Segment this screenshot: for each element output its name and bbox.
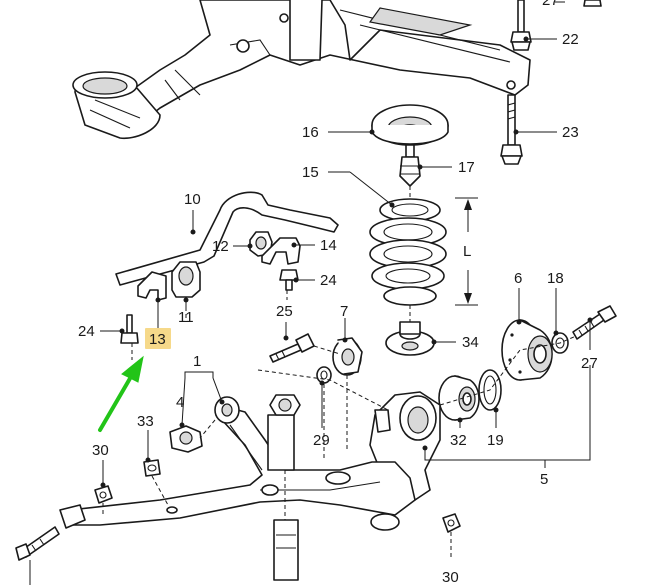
- callout-12: 12: [212, 238, 229, 255]
- stabilizer-bar-10: [115, 191, 339, 286]
- assembly-lines: [102, 186, 577, 560]
- bolt-25: [269, 333, 315, 363]
- stabilizer-bushing-11: [171, 261, 201, 298]
- callout-7: 7: [340, 303, 348, 320]
- clamp-13-left: [137, 271, 167, 301]
- leader-dots: [100, 36, 593, 488]
- callout-34: 34: [462, 334, 479, 351]
- callout-29: 29: [313, 432, 330, 449]
- spring-pad-34: [385, 321, 435, 356]
- pointer-arrow: [98, 355, 144, 432]
- wheel-bearing-32: [438, 375, 480, 421]
- callout-27-right: 27: [581, 355, 598, 372]
- plug-33: [143, 459, 161, 477]
- bolt-27-right: [572, 305, 617, 340]
- bolt-24-left: [120, 314, 139, 344]
- callout-23: 23: [562, 124, 579, 141]
- bolt-30-left: [15, 504, 86, 561]
- callout-11: 11: [178, 309, 194, 326]
- bolt-22: [510, 0, 532, 51]
- nut-29: [316, 366, 332, 384]
- callout-30-bottom: 30: [442, 569, 459, 585]
- leader-lines: [29, 1, 591, 585]
- coil-spring-15: [369, 198, 447, 306]
- upper-body-bracket: [124, 0, 531, 121]
- nut-30-bottom: [442, 513, 461, 533]
- callout-16: 16: [302, 124, 319, 141]
- callout-4: 4: [176, 394, 184, 411]
- callout-27-top: 27: [542, 0, 559, 9]
- nut-30-left: [94, 485, 113, 504]
- callout-22: 22: [562, 31, 579, 48]
- callout-24-left: 24: [78, 323, 95, 340]
- callout-25: 25: [276, 303, 293, 320]
- spring-length-dimension: [455, 197, 478, 306]
- callout-32: 32: [450, 432, 467, 449]
- highlight-13: [145, 328, 171, 349]
- callout-19: 19: [487, 432, 504, 449]
- bushing-4: [169, 425, 203, 453]
- bushing-7: [332, 337, 363, 376]
- callout-13: 13: [149, 331, 166, 348]
- callout-labels: 27 22 16 23 17 15 10 12 14 L 24 6 18 24 …: [78, 0, 598, 585]
- lower-control-arm: [69, 396, 416, 531]
- wheel-hub-6: [501, 319, 553, 381]
- nut-27-top: [583, 0, 602, 7]
- callout-30-left: 30: [92, 442, 109, 459]
- spring-length-label: L: [463, 243, 471, 260]
- callout-17: 17: [458, 159, 475, 176]
- callout-15: 15: [302, 164, 319, 181]
- bolt-23: [500, 94, 523, 165]
- air-duct-funnel: [72, 71, 161, 140]
- callout-1: 1: [193, 353, 201, 370]
- callout-24-right: 24: [320, 272, 337, 289]
- clamp-14: [261, 237, 301, 265]
- callout-18: 18: [547, 270, 564, 287]
- callout-6: 6: [514, 270, 522, 287]
- callout-33: 33: [137, 413, 154, 430]
- callout-10: 10: [184, 191, 201, 208]
- spring-seat-16: [371, 104, 449, 146]
- bump-stop-17: [399, 144, 421, 187]
- callout-5: 5: [540, 471, 548, 488]
- callout-14: 14: [320, 237, 337, 254]
- shock-absorber: [267, 394, 301, 581]
